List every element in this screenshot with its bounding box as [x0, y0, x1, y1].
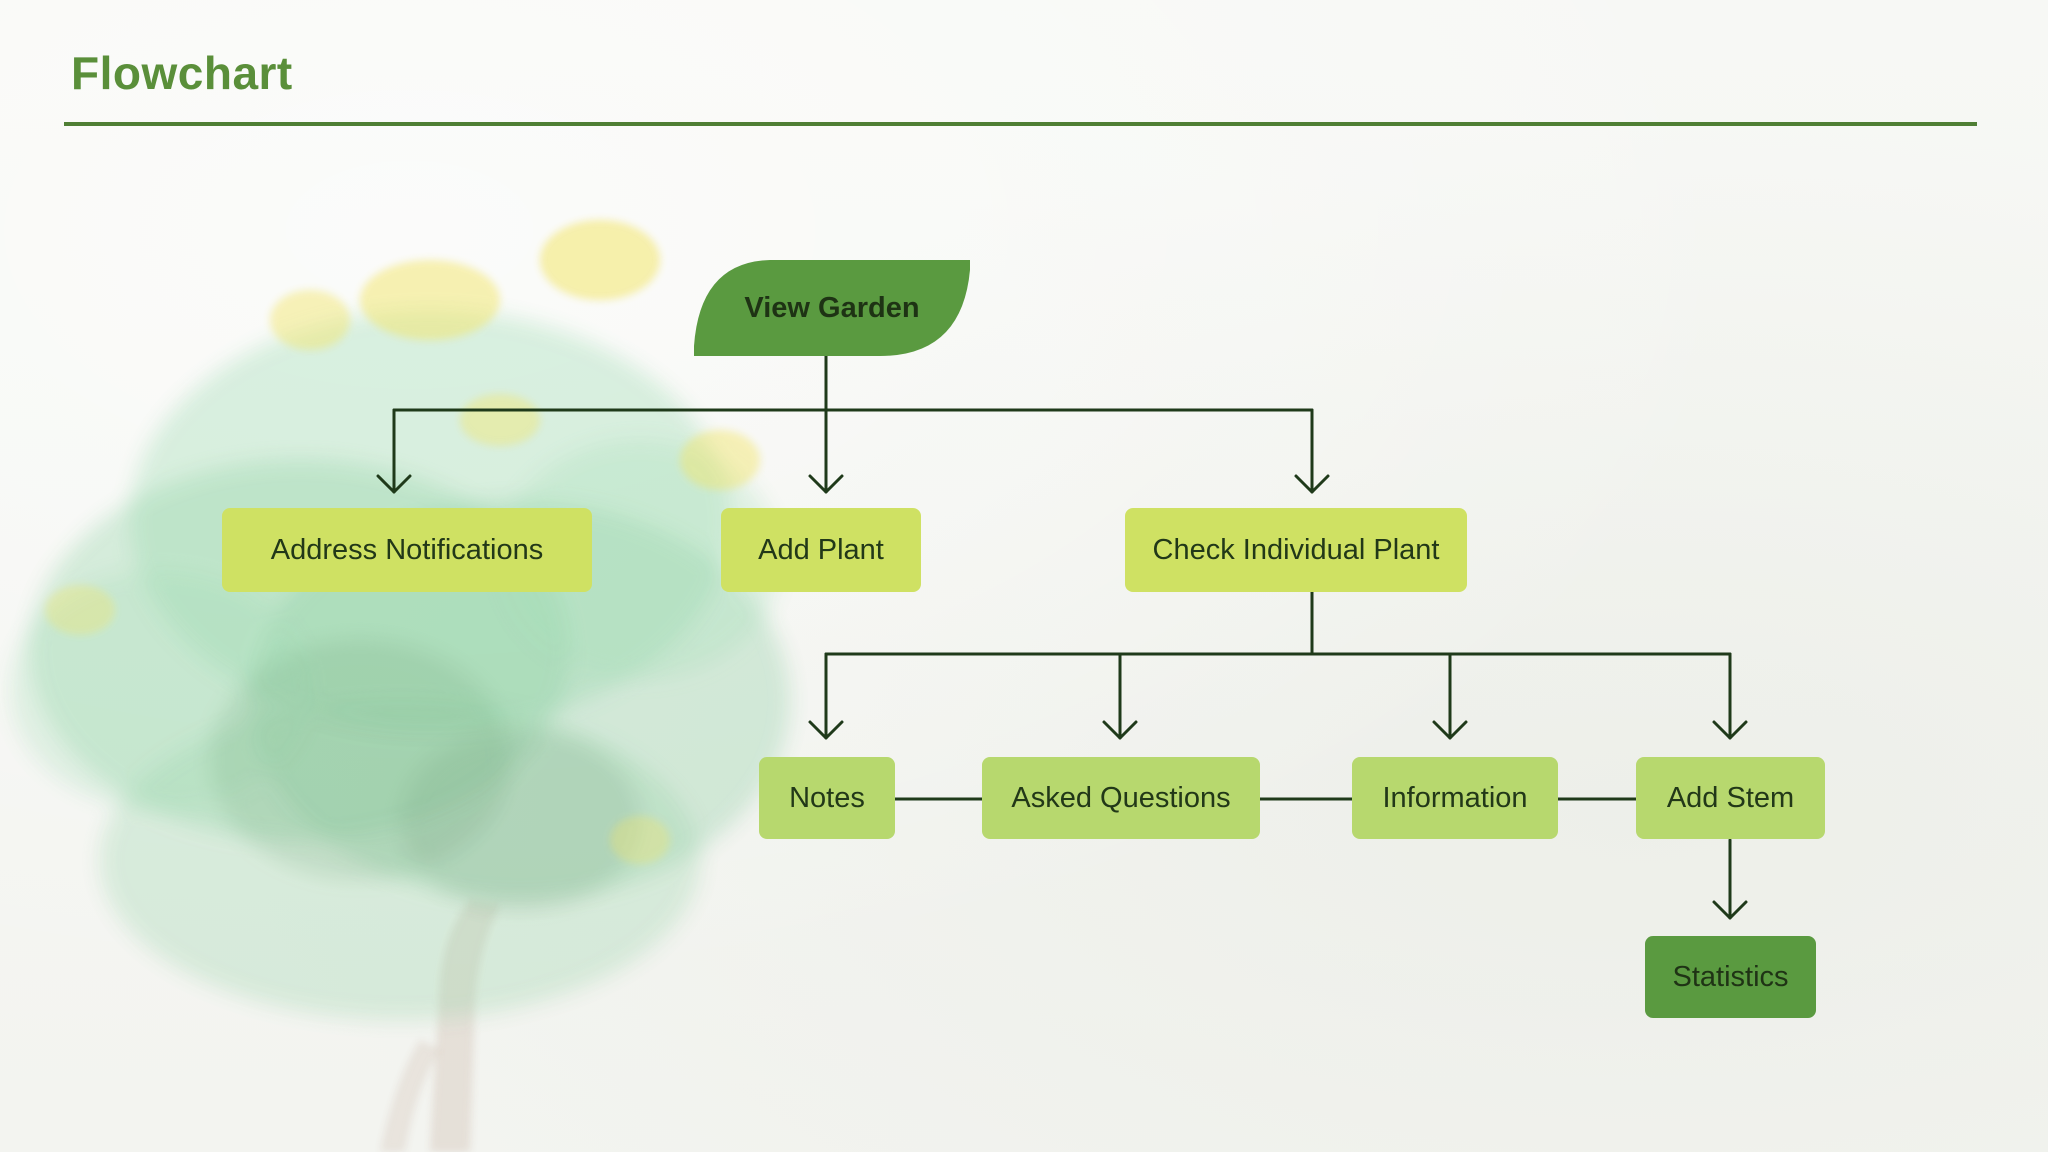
view-garden-node[interactable]: View Garden	[694, 260, 970, 356]
check-individual-plant-node[interactable]: Check Individual Plant	[1125, 508, 1467, 592]
page-title: Flowchart	[71, 47, 293, 99]
information-node[interactable]: Information	[1352, 757, 1558, 839]
arrowhead-add-plant	[808, 474, 844, 494]
title-divider	[64, 122, 1977, 126]
notes-node[interactable]: Notes	[759, 757, 895, 839]
add-plant-label: Add Plant	[758, 533, 884, 566]
add-stem-node[interactable]: Add Stem	[1636, 757, 1825, 839]
address-notifications-node[interactable]: Address Notifications	[222, 508, 592, 592]
arrowhead-address-notifications	[376, 474, 412, 494]
add-stem-label: Add Stem	[1666, 781, 1795, 814]
arrowhead-notes	[808, 720, 844, 740]
arrowhead-check-individual-plant	[1294, 474, 1330, 494]
address-notifications-label: Address Notifications	[270, 533, 544, 566]
arrowhead-information	[1432, 720, 1468, 740]
statistics-label: Statistics	[1672, 960, 1789, 993]
asked-questions-node[interactable]: Asked Questions	[982, 757, 1260, 839]
view-garden-label: View Garden	[744, 291, 920, 324]
add-plant-node[interactable]: Add Plant	[721, 508, 921, 592]
asked-questions-label: Asked Questions	[1011, 781, 1231, 814]
statistics-node[interactable]: Statistics	[1645, 936, 1816, 1018]
arrowhead-asked-questions	[1102, 720, 1138, 740]
notes-label: Notes	[789, 781, 865, 814]
information-label: Information	[1382, 781, 1528, 814]
check-individual-plant-label: Check Individual Plant	[1152, 533, 1440, 566]
arrowhead-add-stem	[1712, 720, 1748, 740]
arrowhead-statistics	[1712, 900, 1748, 920]
